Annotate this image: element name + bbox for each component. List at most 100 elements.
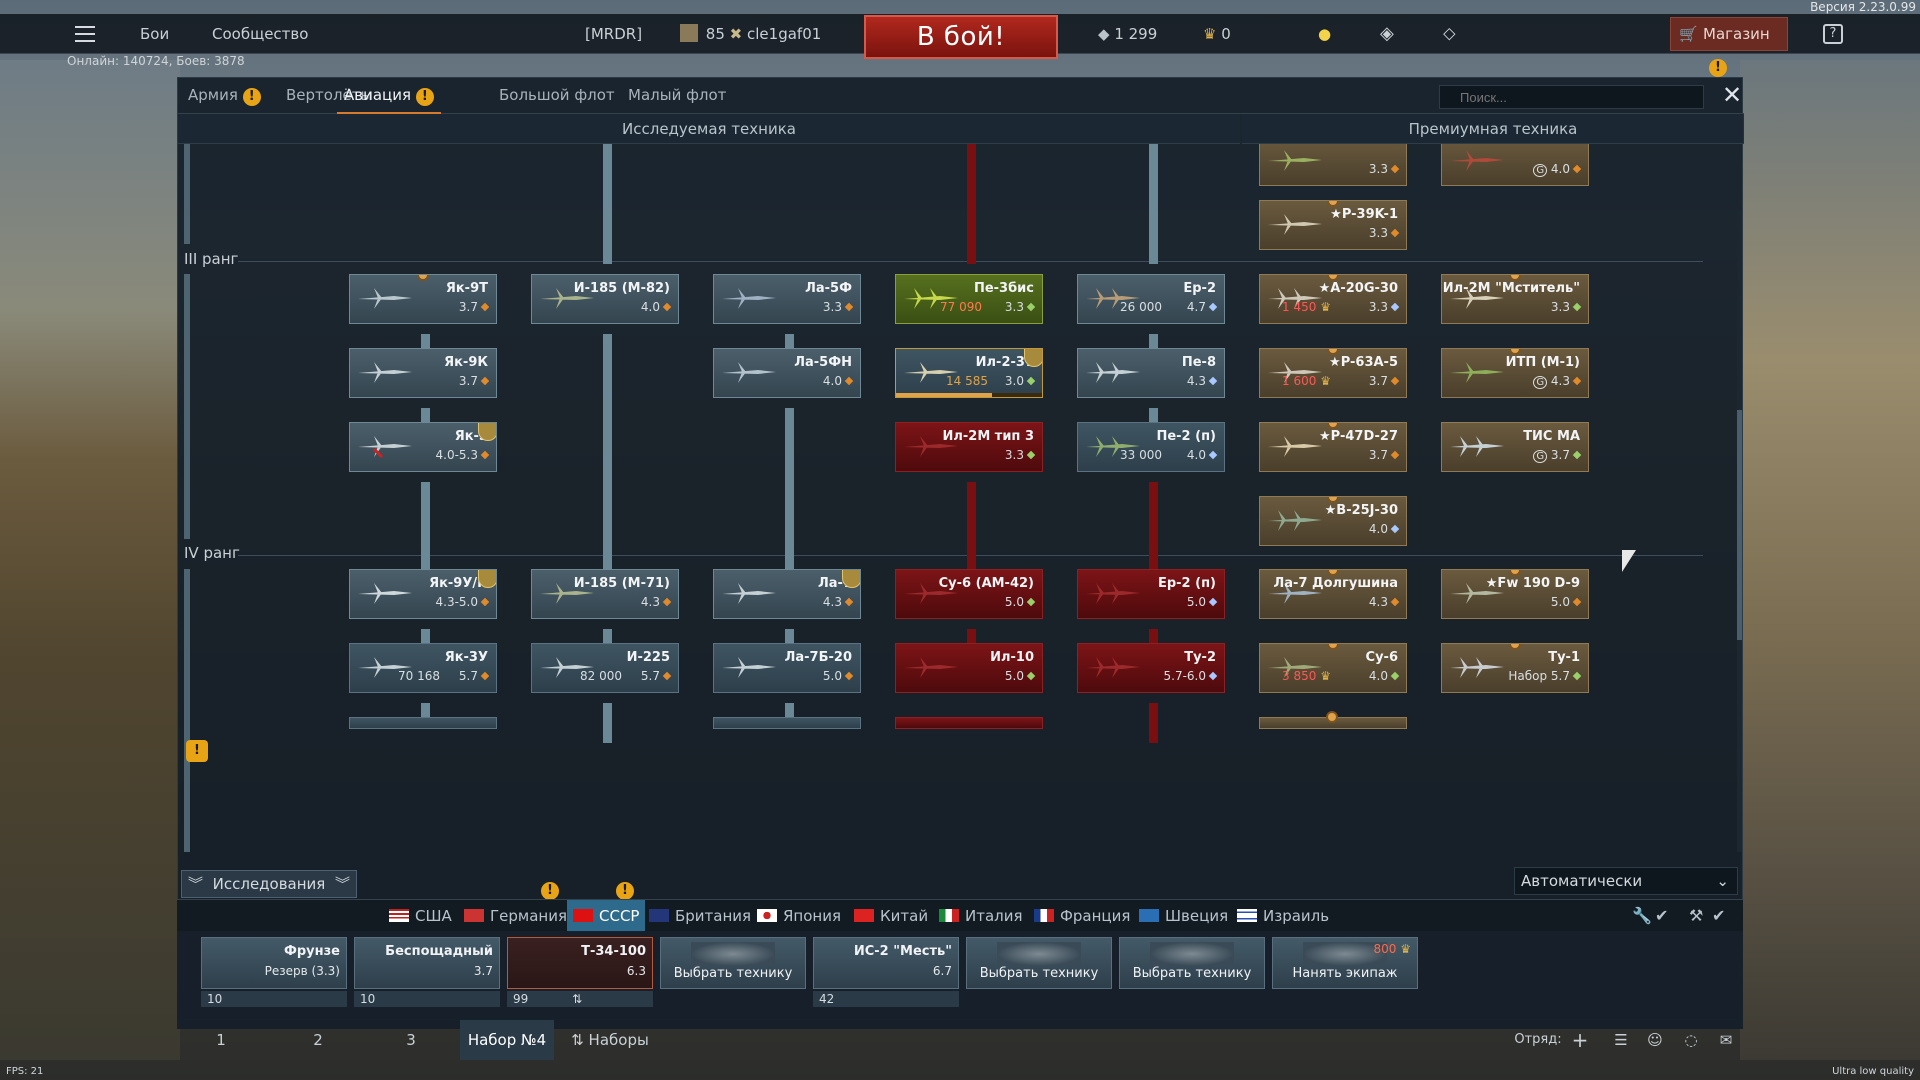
vehicle-card[interactable]: Як-9К 3.7 (349, 348, 497, 398)
research-toggle[interactable]: ︾ Исследования ︾ (181, 870, 357, 898)
upgrade-dot-icon (1509, 644, 1521, 650)
coupon-icon[interactable]: ⬦ (1443, 23, 1456, 44)
crew-slot-empty[interactable]: Выбрать технику (660, 937, 806, 989)
close-icon[interactable]: ✕ (1721, 81, 1743, 109)
vehicle-card[interactable]: Ла-5Ф 3.3 (713, 274, 861, 324)
vehicle-card[interactable]: Як-3 4.0-5.3 (349, 422, 497, 472)
vehicle-card[interactable]: Ил-10 5.0 (895, 643, 1043, 693)
vehicle-card[interactable]: И-225 82 000 5.7 (531, 643, 679, 693)
nation-france[interactable]: Франция (1034, 900, 1130, 932)
gift-icon: G (1533, 164, 1548, 177)
vehicle-card[interactable]: Як-9Т 3.7 (349, 274, 497, 324)
premium-vehicle-card[interactable]: Ил-2М "Мститель" 3.3 (1441, 274, 1589, 324)
silver-lions[interactable]: ◆ 1 299 (1098, 14, 1157, 54)
tab-army[interactable]: Армия ! (188, 78, 261, 114)
nation-japan[interactable]: Япония (757, 900, 841, 932)
nation-china[interactable]: Китай (854, 900, 928, 932)
nation-usa[interactable]: США (389, 900, 452, 932)
vehicle-card[interactable]: Ил-2-37 14 585 3.0 (895, 348, 1043, 398)
squadron-tag[interactable]: [MRDR] (585, 25, 643, 43)
nation-sweden[interactable]: Швеция (1139, 900, 1228, 932)
tree-scrollbar[interactable] (1737, 210, 1742, 852)
vehicle-card[interactable]: Пе-2 (п) 33 000 4.0 (1077, 422, 1225, 472)
premium-vehicle-card[interactable]: G 4.0 (1441, 144, 1589, 186)
diamond-icon[interactable]: ◈ (1380, 23, 1394, 44)
vehicle-card[interactable] (349, 717, 497, 729)
vehicle-card[interactable]: Ла-7 4.3 (713, 569, 861, 619)
wrench-icon[interactable]: 🔧 (1632, 906, 1652, 925)
battle-button[interactable]: В бой! (864, 15, 1058, 59)
shop-button[interactable]: 🛒 Магазин ! (1670, 17, 1788, 77)
tab-coastal-fleet[interactable]: Малый флот (628, 86, 727, 104)
list-icon[interactable]: ☰ (1614, 1031, 1628, 1049)
tab-bluewater-fleet[interactable]: Большой флот (499, 86, 615, 104)
premium-vehicle-card[interactable]: 3.3 (1259, 144, 1407, 186)
vehicle-card[interactable]: Ла-5ФН 4.0 (713, 348, 861, 398)
plane-icon (722, 362, 776, 383)
alert-icon[interactable]: ! (186, 740, 208, 762)
premium-vehicle-card[interactable]: ТИС МА G 3.7 (1441, 422, 1589, 472)
vehicle-card[interactable]: Ил-2М тип 3 3.3 (895, 422, 1043, 472)
tab-aviation[interactable]: Авиация ! (337, 78, 441, 114)
preset-2[interactable]: 2 (313, 1031, 323, 1049)
crew-slot-empty[interactable]: Выбрать технику (966, 937, 1112, 989)
nav-community[interactable]: Сообщество (212, 25, 309, 43)
premium-vehicle-card[interactable]: ★Fw 190 D-9 5.0 (1441, 569, 1589, 619)
menu-icon[interactable] (75, 26, 95, 42)
eagles[interactable]: ♛ 0 (1203, 14, 1231, 54)
crew-slot-empty[interactable]: Выбрать технику (1119, 937, 1265, 989)
premium-vehicle-card[interactable]: ★P-63A-5 1 600 ♛ 3.7 (1259, 348, 1407, 398)
preset-3[interactable]: 3 (406, 1031, 416, 1049)
premium-vehicle-card[interactable]: ★B-25J-30 4.0 (1259, 496, 1407, 546)
preset-1[interactable]: 1 (216, 1031, 226, 1049)
add-squad-icon[interactable]: + (1571, 1028, 1589, 1052)
sets-button[interactable]: ⇅ Наборы (571, 1031, 649, 1049)
premium-vehicle-card[interactable]: ★P-39K-1 3.3 (1259, 200, 1407, 250)
player-profile[interactable]: 85 ✖ cle1gaf01 (680, 14, 821, 54)
premium-vehicle-card[interactable]: ★A-20G-30 1 450 ♛ 3.3 (1259, 274, 1407, 324)
nation-britain[interactable]: Британия (649, 900, 751, 932)
lightbulb-icon[interactable]: ● (1318, 25, 1332, 43)
crew-slot[interactable]: ИС-2 "Месть" 6.7 (813, 937, 959, 989)
vehicle-card[interactable]: И-185 (М-71) 4.3 (531, 569, 679, 619)
repair-all-icon[interactable]: ⚒ (1689, 906, 1704, 925)
vehicle-card[interactable]: Як-3У 70 168 5.7 (349, 643, 497, 693)
vehicle-card[interactable]: Су-6 (АМ-42) 5.0 (895, 569, 1043, 619)
vehicle-card[interactable] (895, 717, 1043, 729)
nation-germany[interactable]: Германия (464, 900, 567, 932)
check-icon[interactable]: ✔ (1712, 906, 1726, 925)
vehicle-card[interactable]: И-185 (М-82) 4.0 (531, 274, 679, 324)
mail-icon[interactable]: ✉ (1719, 1031, 1733, 1049)
crew-slot[interactable]: Фрунзе Резерв (3.3) (201, 937, 347, 989)
tab-helicopters[interactable]: Вертолёты (286, 86, 373, 104)
vehicle-card[interactable]: Ту-2 5.7-6.0 (1077, 643, 1225, 693)
friends-icon[interactable]: ☺ (1647, 1031, 1663, 1049)
preset-bar: 1 2 3 Набор №4 ⇅ Наборы Отряд: + ☰ ☺ ◌ ✉ (0, 1020, 1920, 1060)
vehicle-card[interactable]: Пе-8 4.3 (1077, 348, 1225, 398)
help-button[interactable]: ? (1823, 24, 1843, 44)
hire-crew-slot[interactable]: 800 ♛ Нанять экипаж (1272, 937, 1418, 989)
vehicle-card[interactable]: Ла-7Б-20 5.0 (713, 643, 861, 693)
nation-israel[interactable]: Израиль (1237, 900, 1329, 932)
check-icon[interactable]: ✔ (1655, 906, 1669, 925)
online-status: Онлайн: 140724, Боев: 3878 (67, 54, 245, 68)
premium-vehicle-card[interactable]: Су-6 3 850 ♛ 4.0 (1259, 643, 1407, 693)
vehicle-card[interactable]: Як-9У/П 4.3-5.0 (349, 569, 497, 619)
vehicle-card[interactable]: Ер-2 26 000 4.7 (1077, 274, 1225, 324)
crew-slot-selected[interactable]: Т-34-100 6.3 (507, 937, 653, 989)
nav-battles[interactable]: Бои (140, 25, 170, 43)
premium-vehicle-card[interactable]: Ла-7 Долгушина 4.3 (1259, 569, 1407, 619)
crew-slot[interactable]: Беспощадный 3.7 (354, 937, 500, 989)
premium-vehicle-card[interactable]: ИТП (М-1) G 4.3 (1441, 348, 1589, 398)
vehicle-card[interactable] (713, 717, 861, 729)
premium-vehicle-card[interactable]: Ту-1 Набор 5.7 (1441, 643, 1589, 693)
auto-select-dropdown[interactable]: Автоматически ⌄ (1514, 867, 1738, 895)
nation-italy[interactable]: Италия (939, 900, 1023, 932)
search-input[interactable] (1439, 85, 1704, 109)
nation-ussr[interactable]: СССР (567, 900, 646, 932)
vehicle-card[interactable]: Ер-2 (п) 5.0 (1077, 569, 1225, 619)
vehicle-card[interactable]: Пе-3бис 77 090 3.3 (895, 274, 1043, 324)
preset-4[interactable]: Набор №4 (460, 1020, 554, 1060)
premium-vehicle-card[interactable]: ★P-47D-27 3.7 (1259, 422, 1407, 472)
chat-icon[interactable]: ◌ (1684, 1031, 1698, 1049)
